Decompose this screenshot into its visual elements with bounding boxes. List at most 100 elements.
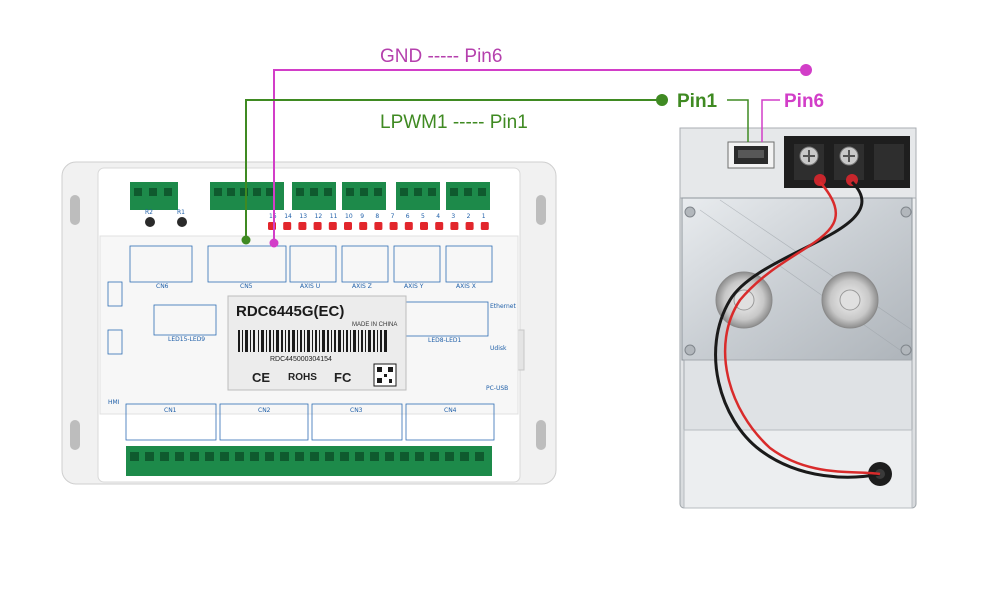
controller-board: R2 R1 15 14 13 12 11 10 9 8 7 6 5 4 3 2 1 CN6 CN5 AXIS…	[61, 161, 557, 485]
terminal-pin	[310, 452, 319, 461]
model-name: RDC6445G(EC)	[236, 303, 344, 320]
axis-y-label: AXIS Y	[404, 283, 424, 290]
lpwm-pin1-label: LPWM1 ----- Pin1	[380, 112, 528, 133]
led-number-6: 6	[406, 213, 410, 220]
serial-number: RDC445000304154	[270, 356, 332, 363]
button-r2	[145, 217, 155, 227]
led-number-9: 9	[360, 213, 364, 220]
led-12	[313, 222, 322, 230]
led-number-7: 7	[391, 213, 395, 220]
cn3-label: CN3	[350, 407, 363, 414]
terminal-pin	[130, 452, 139, 461]
cn1-label: CN1	[164, 407, 177, 414]
terminal-pin	[475, 452, 484, 461]
product-label: RDC6445G(EC) MADE IN CHINA RDC4450003041…	[227, 295, 407, 391]
led-number-12: 12	[315, 213, 323, 220]
cable-black	[714, 180, 881, 479]
led-10	[344, 222, 352, 230]
gnd-wire	[269, 64, 812, 248]
svg-text:R2: R2	[145, 209, 153, 216]
pin6-leader	[761, 99, 780, 142]
led-number-8: 8	[375, 213, 379, 220]
cn6-label: CN6	[156, 283, 169, 290]
terminal-pin	[250, 452, 259, 461]
led-number-3: 3	[451, 213, 455, 220]
terminal-pin	[325, 452, 334, 461]
led-14	[283, 222, 292, 230]
laser-power-supply	[679, 127, 917, 509]
led-numbers: 15 14 13 12 11 10 9 8 7 6 5 4 3 2 1	[269, 213, 486, 220]
axis-x-label: AXIS X	[456, 283, 476, 290]
terminal-pin	[355, 452, 364, 461]
led-5	[420, 222, 428, 230]
cn5-label: CN5	[240, 283, 253, 290]
lpwm-wire	[241, 94, 668, 245]
cn2-label: CN2	[258, 407, 271, 414]
terminal-pin	[385, 452, 394, 461]
led-1	[480, 222, 489, 230]
pin1-leader	[727, 99, 749, 142]
axis-u-label: AXIS U	[300, 283, 320, 290]
ce-mark: CE	[252, 370, 270, 385]
terminal-pin	[175, 452, 184, 461]
ethernet-label: Ethernet	[490, 303, 516, 310]
mount-slot	[536, 195, 546, 225]
terminal-pin	[415, 452, 424, 461]
terminal-pin	[400, 452, 409, 461]
led-number-11: 11	[330, 213, 338, 220]
terminal-pin	[295, 452, 304, 461]
signal-connector-icon	[727, 141, 775, 169]
bottom-terminal-blocks	[126, 446, 492, 476]
terminal-pin	[160, 452, 169, 461]
made-in: MADE IN CHINA	[352, 322, 397, 328]
led-8	[374, 222, 383, 230]
terminal-pin	[280, 452, 289, 461]
led-number-13: 13	[299, 213, 307, 220]
led15-9-label: LED15-LED9	[168, 336, 205, 343]
fc-mark: FC	[334, 370, 352, 385]
svg-text:R1: R1	[177, 209, 185, 216]
led-number-1: 1	[482, 213, 486, 220]
heatsink-plate	[681, 197, 913, 361]
led-number-4: 4	[436, 213, 440, 220]
button-r1	[177, 217, 187, 227]
terminal-pin	[190, 452, 199, 461]
terminal-pin	[220, 452, 229, 461]
led-4	[435, 222, 444, 230]
rohs-mark: ROHS	[288, 372, 317, 383]
led-number-15: 15	[269, 213, 277, 220]
led8-1-label: LED8-LED1	[428, 337, 461, 344]
power-terminal-block-icon	[784, 136, 910, 188]
cable-red	[723, 181, 881, 476]
led-9	[359, 222, 368, 230]
led-3	[450, 222, 459, 230]
cn4-label: CN4	[444, 407, 457, 414]
led-6	[404, 222, 413, 230]
terminal-pin	[235, 452, 244, 461]
terminal-pin	[460, 452, 469, 461]
mount-slot	[536, 420, 546, 450]
mount-slot	[70, 420, 80, 450]
terminal-pin	[430, 452, 439, 461]
led-number-5: 5	[421, 213, 425, 220]
led-2	[465, 222, 474, 230]
terminal-pin	[370, 452, 379, 461]
qr-code	[373, 363, 397, 387]
terminal-pin	[445, 452, 454, 461]
terminal-pin	[340, 452, 349, 461]
pin6-label: Pin6	[784, 91, 824, 112]
led-13	[298, 222, 307, 230]
led-number-14: 14	[284, 213, 292, 220]
led-number-2: 2	[467, 213, 471, 220]
terminal-pin	[205, 452, 214, 461]
led-7	[389, 222, 398, 230]
hmi-label: HMI	[108, 399, 120, 406]
udisk-label: Udisk	[490, 345, 507, 352]
pcusb-label: PC-USB	[486, 385, 508, 392]
led-11	[328, 222, 337, 230]
led-number-10: 10	[345, 213, 353, 220]
pin1-label: Pin1	[677, 91, 718, 112]
mount-slot	[70, 195, 80, 225]
terminal-pin	[265, 452, 274, 461]
